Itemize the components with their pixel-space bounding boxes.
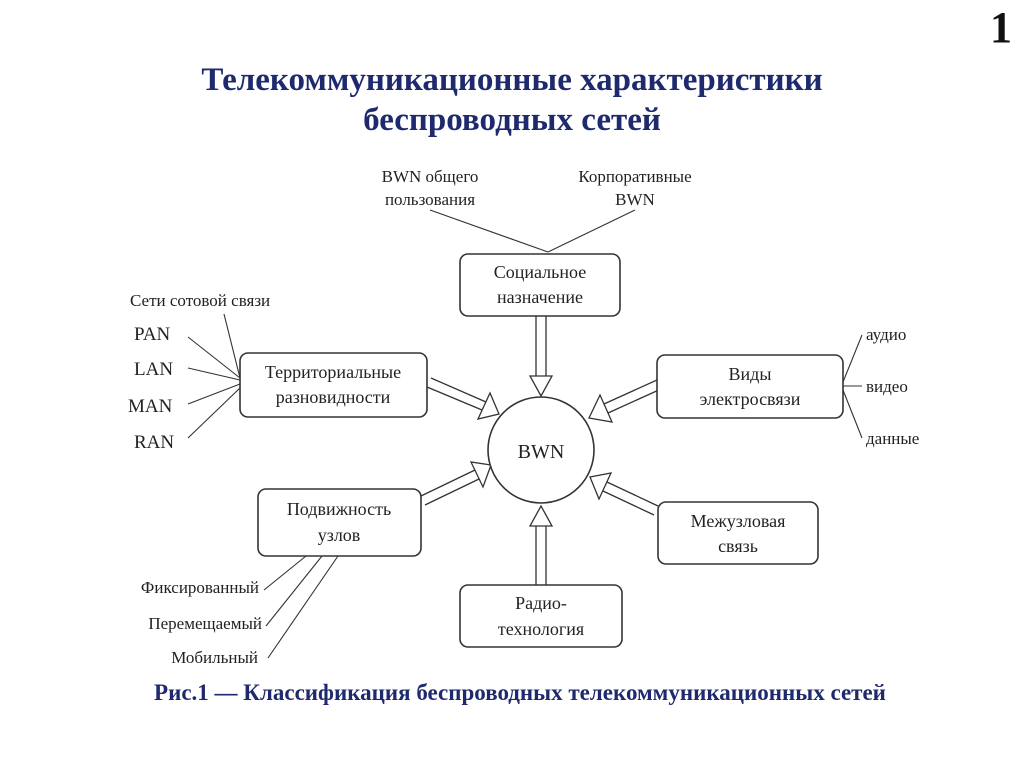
leaf-mobility-movable: Перемещаемый bbox=[148, 614, 262, 633]
connector-territorial-man bbox=[187, 383, 241, 405]
arrows bbox=[420, 316, 662, 585]
connector-territorial-pan bbox=[187, 336, 241, 379]
leaf-telecom-audio: аудио bbox=[866, 325, 906, 344]
node-social-line-1: Социальное bbox=[494, 262, 586, 282]
node-radio: Радио- технология bbox=[459, 584, 623, 648]
node-radio-line-1: Радио- bbox=[515, 593, 567, 613]
leaf-mobility-mobile: Мобильный bbox=[171, 648, 258, 667]
leaf-territorial-pan: PAN bbox=[134, 324, 171, 345]
connector-telecom-data bbox=[842, 389, 863, 439]
page-title-line-2: беспроводных сетей bbox=[363, 102, 661, 138]
center-label: BWN bbox=[518, 441, 565, 463]
leaf-mobility-fixed: Фиксированный bbox=[141, 578, 259, 597]
connector-territorial-cellular bbox=[223, 313, 241, 379]
center-node: BWN bbox=[487, 396, 595, 504]
node-telecom-line-1: Виды bbox=[729, 364, 772, 384]
arrow-telecom bbox=[588, 379, 662, 423]
leaf-telecom-data: данные bbox=[866, 429, 919, 448]
node-internode-line-2: связь bbox=[718, 536, 758, 556]
node-internode-line-1: Межузловая bbox=[691, 511, 786, 531]
node-territorial-line-1: Территориальные bbox=[265, 362, 401, 382]
figure-caption: Рис.1 — Классификация беспроводных телек… bbox=[154, 680, 886, 705]
node-territorial: Территориальные разновидности bbox=[239, 352, 428, 418]
leaf-territorial-man: MAN bbox=[128, 396, 173, 417]
node-territorial-line-2: разновидности bbox=[276, 387, 391, 407]
leaf-territorial-lan: LAN bbox=[134, 359, 173, 380]
connector-territorial-lan bbox=[187, 367, 241, 381]
leaf-social-corporate-line-2: BWN bbox=[615, 190, 655, 209]
connector-mobility-movable bbox=[265, 555, 323, 627]
connector-social-corporate bbox=[547, 209, 636, 253]
connector-social-public bbox=[429, 209, 549, 253]
arrow-social bbox=[528, 316, 554, 398]
leaf-connectors bbox=[187, 209, 863, 659]
leaf-territorial-cellular: Сети сотовой связи bbox=[130, 291, 270, 310]
slide-number: 1 bbox=[990, 3, 1012, 52]
page-title-line-1: Телекоммуникационные характеристики bbox=[201, 62, 823, 98]
node-social: Социальное назначение bbox=[459, 253, 621, 317]
leaf-telecom-video: видео bbox=[866, 377, 908, 396]
leaves-telecom: аудио видео данные bbox=[866, 325, 919, 448]
leaf-social-public-line-2: пользования bbox=[385, 190, 475, 209]
leaf-social-corporate-line-1: Корпоративные bbox=[578, 167, 691, 186]
node-radio-line-2: технология bbox=[498, 619, 584, 639]
leaf-territorial-ran: RAN bbox=[134, 432, 174, 453]
connector-telecom-audio bbox=[842, 334, 863, 383]
leaf-social-public-line-1: BWN общего bbox=[382, 167, 479, 186]
leaves-social: BWN общего пользования Корпоративные BWN bbox=[382, 167, 692, 209]
node-internode: Межузловая связь bbox=[657, 501, 819, 565]
node-mobility-line-1: Подвижность bbox=[287, 499, 391, 519]
node-telecom-line-2: электросвязи bbox=[700, 389, 801, 409]
node-social-line-2: назначение bbox=[497, 287, 583, 307]
connector-mobility-fixed bbox=[263, 555, 307, 591]
leaves-territorial: Сети сотовой связи PAN LAN MAN RAN bbox=[128, 291, 270, 453]
arrow-radio bbox=[528, 504, 554, 585]
arrow-mobility bbox=[420, 461, 492, 506]
arrow-territorial bbox=[426, 377, 500, 420]
node-mobility: Подвижность узлов bbox=[257, 488, 422, 557]
connector-mobility-mobile bbox=[267, 555, 339, 659]
node-telecom: Виды электросвязи bbox=[656, 354, 844, 419]
node-mobility-line-2: узлов bbox=[318, 525, 361, 545]
arrow-internode bbox=[589, 472, 659, 516]
leaves-mobility: Фиксированный Перемещаемый Мобильный bbox=[141, 578, 262, 667]
connector-territorial-ran bbox=[187, 387, 241, 439]
